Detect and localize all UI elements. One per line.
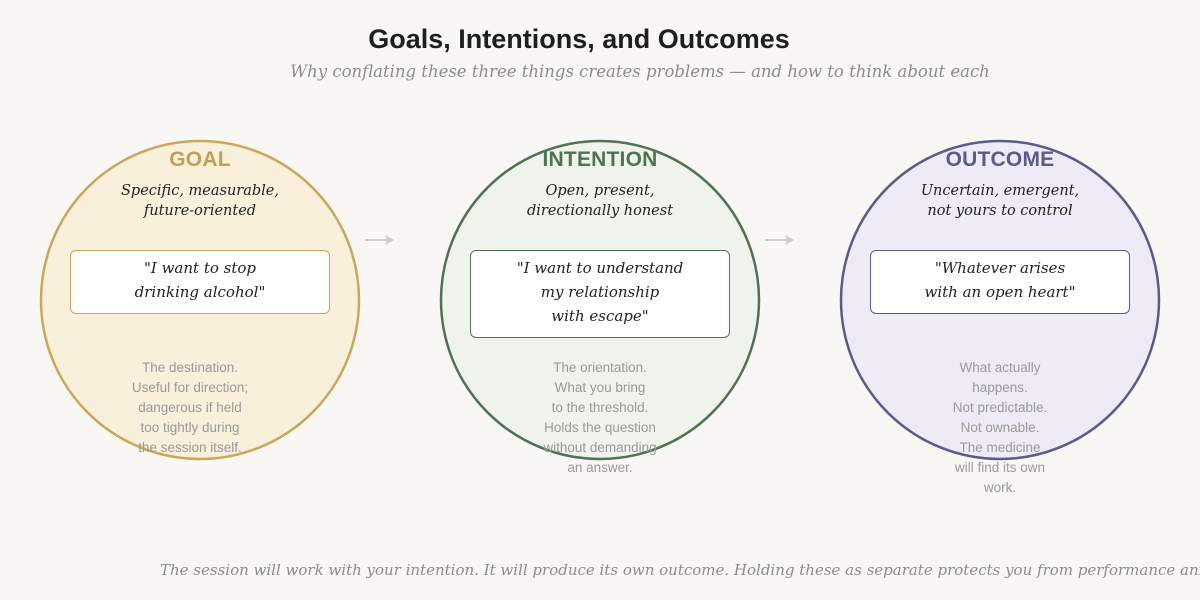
intention-note-line: Holds the question	[544, 420, 656, 435]
outcome-quote-box: "Whatever arises with an open heart"	[870, 250, 1130, 314]
goal-quote-line: "I want to stop	[143, 259, 257, 277]
intention-descriptor-line: directionally honest	[526, 203, 674, 219]
goal-note-line: dangerous if held	[138, 400, 242, 415]
outcome-note-line: happens.	[972, 380, 1028, 395]
arrow-right-icon	[765, 235, 794, 245]
intention-descriptor-line: Open, present,	[545, 183, 655, 199]
outcome-quote-line: "Whatever arises	[934, 259, 1066, 277]
outcome-note-line: What actually	[959, 360, 1041, 375]
outcome-note: What actually happens. Not predictable. …	[840, 358, 1160, 498]
footer-note: The session will work with your intentio…	[160, 561, 1200, 579]
goal-note-line: too tightly during	[140, 420, 240, 435]
outcome-descriptor: Uncertain, emergent, not yours to contro…	[840, 181, 1160, 221]
outcome-note-line: Not predictable.	[952, 400, 1048, 415]
outcome-note-line: The medicine	[959, 440, 1041, 455]
arrow-right-icon	[365, 235, 394, 245]
outcome-label: OUTCOME	[945, 148, 1055, 171]
intention-quote-line: my relationship	[540, 283, 660, 301]
intention-note-line: an answer.	[567, 460, 633, 475]
goal-note-line: The destination.	[141, 360, 239, 375]
goal-quote-line: drinking alcohol"	[134, 283, 266, 301]
outcome-quote-line: with an open heart"	[924, 283, 1076, 301]
intention-label: INTENTION	[542, 148, 658, 171]
goal-descriptor-line: Specific, measurable,	[120, 183, 279, 199]
page-subtitle: Why conflating these three things create…	[290, 62, 990, 81]
goal-quote-box: "I want to stop drinking alcohol"	[70, 250, 330, 314]
intention-quote-line: with escape"	[551, 307, 649, 325]
outcome-note-line: will find its own	[954, 460, 1046, 475]
goal-descriptor: Specific, measurable, future-oriented	[40, 181, 360, 221]
intention-note: The orientation. What you bring to the t…	[440, 358, 760, 478]
outcome-note-line: Not ownable.	[960, 420, 1040, 435]
outcome-descriptor-line: not yours to control	[927, 203, 1073, 219]
goal-note: The destination. Useful for direction; d…	[30, 358, 350, 458]
intention-note-line: The orientation.	[553, 360, 647, 375]
intention-quote-box: "I want to understand my relationship wi…	[470, 250, 730, 338]
goal-note-line: the session itself.	[138, 440, 242, 455]
outcome-descriptor-line: Uncertain, emergent,	[920, 183, 1080, 199]
goal-descriptor-line: future-oriented	[143, 203, 257, 219]
intention-descriptor: Open, present, directionally honest	[440, 181, 760, 221]
page-title: Goals, Intentions, and Outcomes	[368, 24, 790, 54]
goal-label: GOAL	[169, 148, 231, 171]
outcome-note-line: work.	[983, 480, 1017, 495]
intention-note-line: What you bring	[554, 380, 646, 395]
intention-note-line: without demanding	[543, 440, 657, 455]
goal-note-line: Useful for direction;	[131, 380, 249, 395]
intention-quote-line: "I want to understand	[516, 259, 684, 277]
intention-note-line: to the threshold.	[551, 400, 649, 415]
